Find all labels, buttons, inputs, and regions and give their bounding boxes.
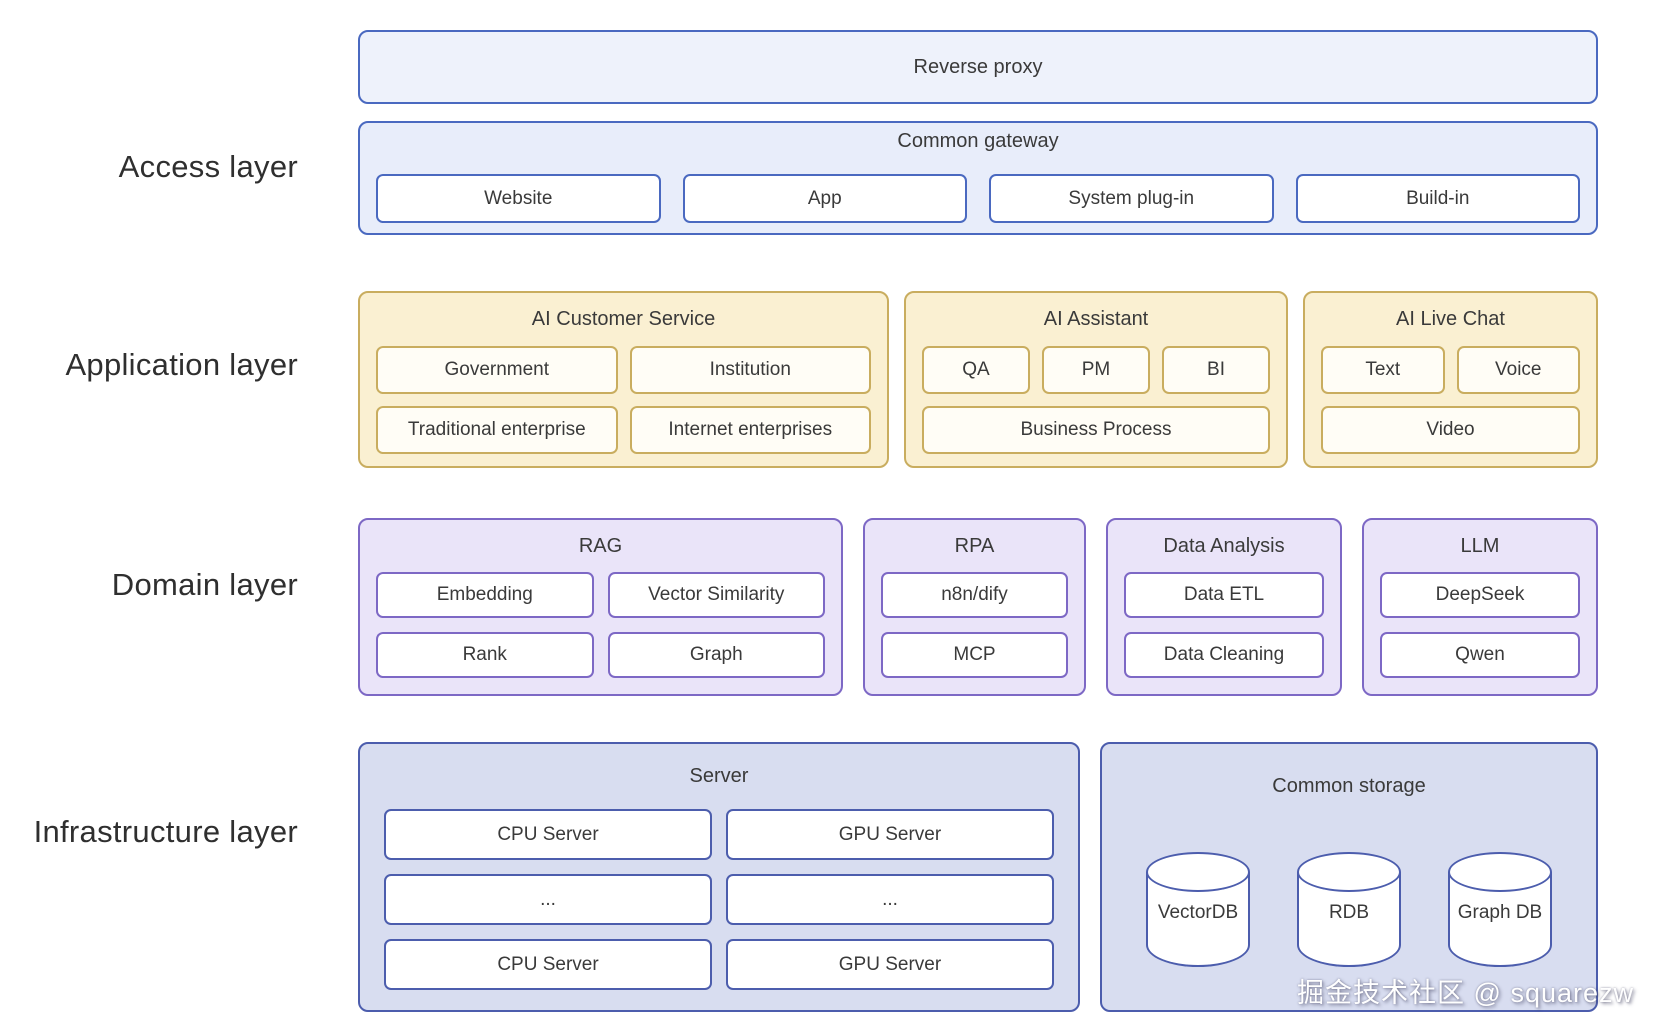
rag-vector-similarity: Vector Similarity (607, 572, 825, 618)
alc-row-1: Text Voice (1321, 346, 1580, 394)
common-gateway-box: Common gateway Website App System plug-i… (358, 121, 1598, 235)
rpa-mcp: MCP (881, 632, 1068, 678)
rdb-cylinder-icon: RDB (1297, 852, 1401, 967)
rpa-n8n-dify: n8n/dify (881, 572, 1068, 618)
server-group: Server CPU Server GPU Server ... ... CPU… (358, 742, 1080, 1012)
aia-qa: QA (922, 346, 1030, 394)
aia-pm: PM (1042, 346, 1150, 394)
llm-row-1: DeepSeek (1380, 572, 1580, 618)
acs-row-1: Government Institution (376, 346, 871, 394)
cylinder-top (1146, 852, 1250, 892)
server-gpu-1: GPU Server (726, 809, 1054, 860)
acs-traditional-enterprise: Traditional enterprise (376, 406, 618, 454)
llm-group: LLM DeepSeek Qwen (1362, 518, 1598, 696)
ai-live-chat-title: AI Live Chat (1396, 308, 1505, 330)
da-data-etl: Data ETL (1124, 572, 1324, 618)
aia-business-process: Business Process (922, 406, 1270, 454)
alc-text: Text (1321, 346, 1445, 394)
infrastructure-layer-label: Infrastructure layer (33, 814, 298, 849)
acs-institution: Institution (629, 346, 871, 394)
llm-title: LLM (1460, 534, 1500, 557)
ai-customer-service-title: AI Customer Service (531, 308, 716, 330)
aia-bi: BI (1162, 346, 1270, 394)
rag-embedding: Embedding (376, 572, 594, 618)
rag-row-2: Rank Graph (376, 632, 825, 678)
server-gpu-2: GPU Server (726, 939, 1054, 990)
common-storage-group: Common storage VectorDB RDB Graph DB (1100, 742, 1598, 1012)
rpa-group: RPA n8n/dify MCP (863, 518, 1086, 696)
rag-graph: Graph (607, 632, 825, 678)
server-row-3: CPU Server GPU Server (384, 939, 1054, 990)
vectordb-label: VectorDB (1157, 902, 1239, 923)
common-gateway-title: Common gateway (897, 130, 1059, 152)
gateway-items-row: Website App System plug-in Build-in (376, 174, 1580, 223)
server-title: Server (689, 765, 749, 787)
alc-voice: Voice (1456, 346, 1580, 394)
database-row: VectorDB RDB Graph DB (1102, 852, 1596, 967)
aia-row-2: Business Process (922, 406, 1270, 454)
da-data-cleaning: Data Cleaning (1124, 632, 1324, 678)
graphdb-cylinder-icon: Graph DB (1448, 852, 1552, 967)
ai-live-chat-group: AI Live Chat Text Voice Video (1303, 291, 1598, 468)
aia-row-1: QA PM BI (922, 346, 1270, 394)
da-row-2: Data Cleaning (1124, 632, 1324, 678)
data-analysis-title: Data Analysis (1163, 534, 1285, 557)
llm-row-2: Qwen (1380, 632, 1580, 678)
server-row-2: ... ... (384, 874, 1054, 925)
acs-government: Government (376, 346, 618, 394)
reverse-proxy-label: Reverse proxy (913, 55, 1043, 78)
rpa-row-2: MCP (881, 632, 1068, 678)
server-ellipsis-2: ... (726, 874, 1054, 925)
acs-internet-enterprises: Internet enterprises (629, 406, 871, 454)
da-row-1: Data ETL (1124, 572, 1324, 618)
cylinder-top (1448, 852, 1552, 892)
ai-assistant-group: AI Assistant QA PM BI Business Process (904, 291, 1288, 468)
gateway-item-website: Website (376, 174, 661, 223)
watermark-text: 掘金技术社区 @ squarezw (1297, 978, 1634, 1008)
rag-row-1: Embedding Vector Similarity (376, 572, 825, 618)
graphdb-label: Graph DB (1457, 902, 1543, 923)
rdb-label: RDB (1328, 902, 1370, 923)
alc-row-2: Video (1321, 406, 1580, 454)
common-storage-title: Common storage (1272, 774, 1426, 797)
alc-video: Video (1321, 406, 1580, 454)
server-cpu-2: CPU Server (384, 939, 712, 990)
rpa-title: RPA (954, 534, 995, 557)
access-layer-label: Access layer (118, 149, 298, 184)
vectordb-cylinder-icon: VectorDB (1146, 852, 1250, 967)
llm-deepseek: DeepSeek (1380, 572, 1580, 618)
rag-group: RAG Embedding Vector Similarity Rank Gra… (358, 518, 843, 696)
application-layer-label: Application layer (65, 347, 298, 382)
server-ellipsis-1: ... (384, 874, 712, 925)
ai-customer-service-group: AI Customer Service Government Instituti… (358, 291, 889, 468)
domain-layer-label: Domain layer (111, 567, 298, 602)
gateway-item-build-in: Build-in (1295, 174, 1580, 223)
data-analysis-group: Data Analysis Data ETL Data Cleaning (1106, 518, 1342, 696)
reverse-proxy-box: Reverse proxy (358, 30, 1598, 104)
gateway-item-app: App (682, 174, 967, 223)
ai-assistant-title: AI Assistant (1043, 308, 1149, 330)
server-cpu-1: CPU Server (384, 809, 712, 860)
rpa-row-1: n8n/dify (881, 572, 1068, 618)
gateway-item-system-plugin: System plug-in (989, 174, 1274, 223)
llm-qwen: Qwen (1380, 632, 1580, 678)
acs-row-2: Traditional enterprise Internet enterpri… (376, 406, 871, 454)
rag-title: RAG (578, 534, 623, 557)
rag-rank: Rank (376, 632, 594, 678)
server-row-1: CPU Server GPU Server (384, 809, 1054, 860)
cylinder-top (1297, 852, 1401, 892)
